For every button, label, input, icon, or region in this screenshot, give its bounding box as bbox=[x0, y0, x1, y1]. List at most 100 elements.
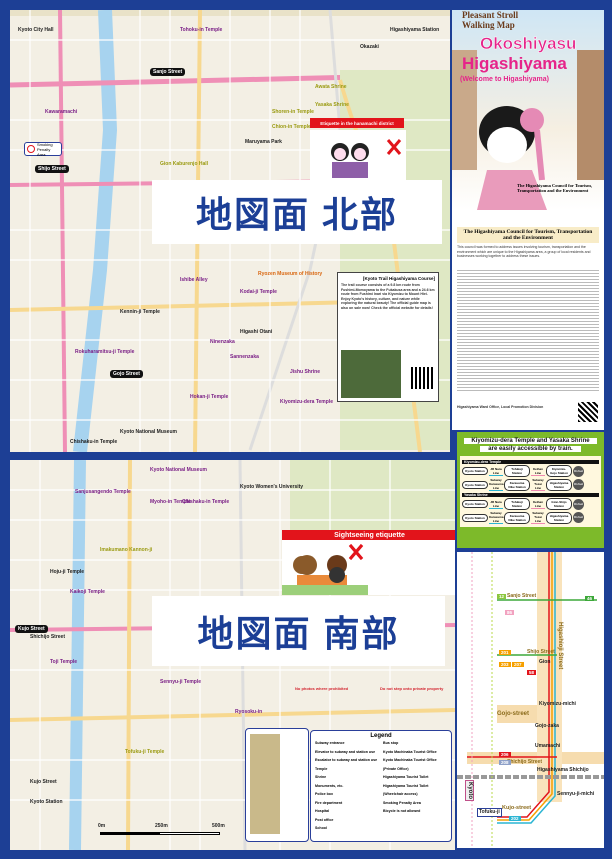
line-label: Subway Tozai Line bbox=[531, 478, 545, 491]
station-pill: Kyoto Station bbox=[462, 513, 488, 522]
legend-title: Legend bbox=[370, 733, 392, 739]
map-label: Shichijo Street bbox=[30, 634, 66, 640]
station-pill: Kyoto Station bbox=[462, 467, 488, 475]
route-street: Shichijo Street bbox=[507, 759, 543, 765]
legend-item: School bbox=[315, 826, 327, 830]
bus-number-badge: 208 bbox=[499, 760, 511, 765]
map-label: Ryozen Museum of History bbox=[258, 271, 323, 277]
legend-item: Temple bbox=[315, 766, 328, 771]
route-station: Tofuku-ji bbox=[477, 808, 502, 817]
etiquette-caption: No photos where prohibited bbox=[295, 686, 349, 691]
on-foot-badge: On foot bbox=[573, 498, 584, 510]
legend-item: Fire department bbox=[315, 800, 343, 805]
train-access-panel: Kiyomizu-dera Temple and Yasaka Shrine a… bbox=[457, 432, 604, 548]
legend-item: Higashiyama Tourist Toilet bbox=[383, 775, 429, 779]
route-street: Higashioji Street bbox=[557, 622, 563, 670]
street-badge: Shijo Street bbox=[35, 165, 69, 173]
cover-subtitle-2: Walking Map bbox=[462, 20, 515, 30]
map-label: Ishibe Alley bbox=[180, 277, 208, 283]
route-station: Gion bbox=[539, 659, 551, 665]
bus-number-badge: 46 bbox=[585, 596, 595, 601]
map-label: Ninenzaka bbox=[210, 339, 235, 345]
map-label: Chishaku-in Temple bbox=[70, 439, 118, 445]
council-text: This council was formed to address issue… bbox=[457, 245, 591, 258]
council-heading: The Higashiyama Council for Tourism, Tra… bbox=[457, 227, 599, 243]
legend-item: Elevator to subway and station use bbox=[315, 749, 376, 754]
map-label: Tohoku-in Temple bbox=[180, 27, 223, 33]
cover-subtitle: Pleasant Stroll bbox=[462, 10, 519, 20]
bus-number-badge: 207 bbox=[512, 662, 524, 667]
legend-item: Shrine bbox=[315, 775, 327, 779]
legend-item: Hospital bbox=[315, 809, 330, 813]
bus-number-badge: 86 bbox=[505, 610, 515, 615]
legend-item: Kyoto Machinaka Tourist Office (Private … bbox=[383, 758, 437, 771]
route-street: Kujo-street bbox=[502, 805, 532, 811]
cover-panel: Pleasant Stroll Walking Map Okoshiyasu H… bbox=[452, 10, 604, 430]
map-label: Sanjusangendo Temple bbox=[75, 489, 131, 495]
station-pill: Kyoto Station bbox=[462, 500, 488, 508]
legend-item: Bus stop bbox=[383, 741, 399, 745]
south-map-roads bbox=[10, 460, 455, 850]
route-station: Higashiyama Shichijo bbox=[537, 767, 589, 773]
route-street: Shijo Street bbox=[527, 649, 555, 655]
line-label: Keihan Line bbox=[531, 466, 545, 476]
etiquette-illustration bbox=[282, 540, 455, 595]
legend-item: Higashiyama Tourist Toilet (Wheelchair a… bbox=[383, 783, 429, 797]
smoking-label: Smoking Penalty Area bbox=[37, 141, 53, 157]
legend-item: Subway entrance bbox=[315, 741, 345, 745]
line-label: Subway Tozai Line bbox=[531, 511, 545, 524]
bus-route-map[interactable]: Sanjo Street Shijo Street Gojo-street Sh… bbox=[457, 552, 604, 848]
map-label: Imakumano Kannon-ji bbox=[100, 547, 153, 553]
legend-item: Smoking Penalty Area bbox=[383, 800, 421, 805]
station-pill: Karasuma Oike Station bbox=[504, 511, 530, 524]
line-label: Keihan Line bbox=[531, 499, 545, 509]
map-label: Kaikoji Temple bbox=[70, 589, 105, 595]
map-label: Chishaku-in Temple bbox=[182, 499, 230, 505]
bus-number-badge: 12 bbox=[497, 594, 507, 599]
legend-item: Post office bbox=[315, 817, 334, 822]
map-label: Kujo Street bbox=[30, 779, 57, 785]
map-label: Jishu Shrine bbox=[290, 369, 321, 375]
scale-label: 0m bbox=[98, 823, 106, 829]
map-label: Hoju-ji Temple bbox=[50, 569, 85, 575]
map-label: Yasaka Shrine bbox=[315, 102, 349, 108]
line-label: Subway Karasuma Line bbox=[489, 478, 504, 491]
map-label: Sannenzaka bbox=[230, 354, 259, 360]
map-label: Gion Kaburenjo Hall bbox=[160, 161, 209, 167]
qr-code[interactable] bbox=[411, 367, 433, 389]
route-station: Kyoto bbox=[465, 780, 474, 801]
map-label: Maruyama Park bbox=[245, 139, 282, 145]
map-label: Kennin-ji Temple bbox=[120, 309, 160, 315]
street-badge: Kujo Street bbox=[15, 625, 48, 633]
bus-number-badge: 202 bbox=[509, 816, 521, 821]
on-foot-badge: On foot bbox=[573, 512, 584, 523]
station-pill: Karasuma Oike Station bbox=[504, 478, 530, 491]
map-label: Sennyu-ji Temple bbox=[160, 679, 202, 685]
map-label: Kyoto Women's University bbox=[240, 484, 304, 490]
bus-number-badge: 58 bbox=[527, 670, 537, 675]
route-station: Kiyomizu-michi bbox=[539, 701, 576, 707]
trail-text: The trail course consists of a 9.8 km ro… bbox=[341, 283, 435, 310]
toilet-sign-image bbox=[250, 734, 280, 834]
scale-bar bbox=[100, 832, 220, 835]
map-label: Rokuharamitsu-ji Temple bbox=[75, 349, 135, 355]
map-label: Hokan-ji Temple bbox=[190, 394, 229, 400]
north-section-label: 地図面 北部 bbox=[152, 180, 442, 244]
cover-title-2: Higashiyama bbox=[462, 54, 567, 73]
map-label: Chion-in Temple bbox=[272, 124, 311, 130]
cover-title-3: (Welcome to Higashiyama) bbox=[460, 76, 549, 83]
qr-code[interactable] bbox=[578, 402, 598, 422]
hanamachi-illustration bbox=[310, 130, 406, 180]
route-station: Sennyu-ji-michi bbox=[557, 791, 595, 797]
station-pill: Kiyomizu-Gojo Station bbox=[546, 465, 572, 477]
map-label: Kyoto National Museum bbox=[120, 429, 177, 435]
no-smoking-icon bbox=[27, 145, 35, 153]
legend-item: Police box bbox=[315, 792, 333, 796]
contact-info: Higashiyama Ward Office, Local Promotion… bbox=[457, 405, 544, 409]
map-label: Shoren-in Temple bbox=[272, 109, 314, 115]
bus-number-badge: 203 bbox=[499, 662, 511, 667]
kyoto-trail-box: [Kyoto Trail Higashiyama Course] The tra… bbox=[337, 272, 439, 402]
line-label: JR Nara Line bbox=[489, 466, 503, 476]
